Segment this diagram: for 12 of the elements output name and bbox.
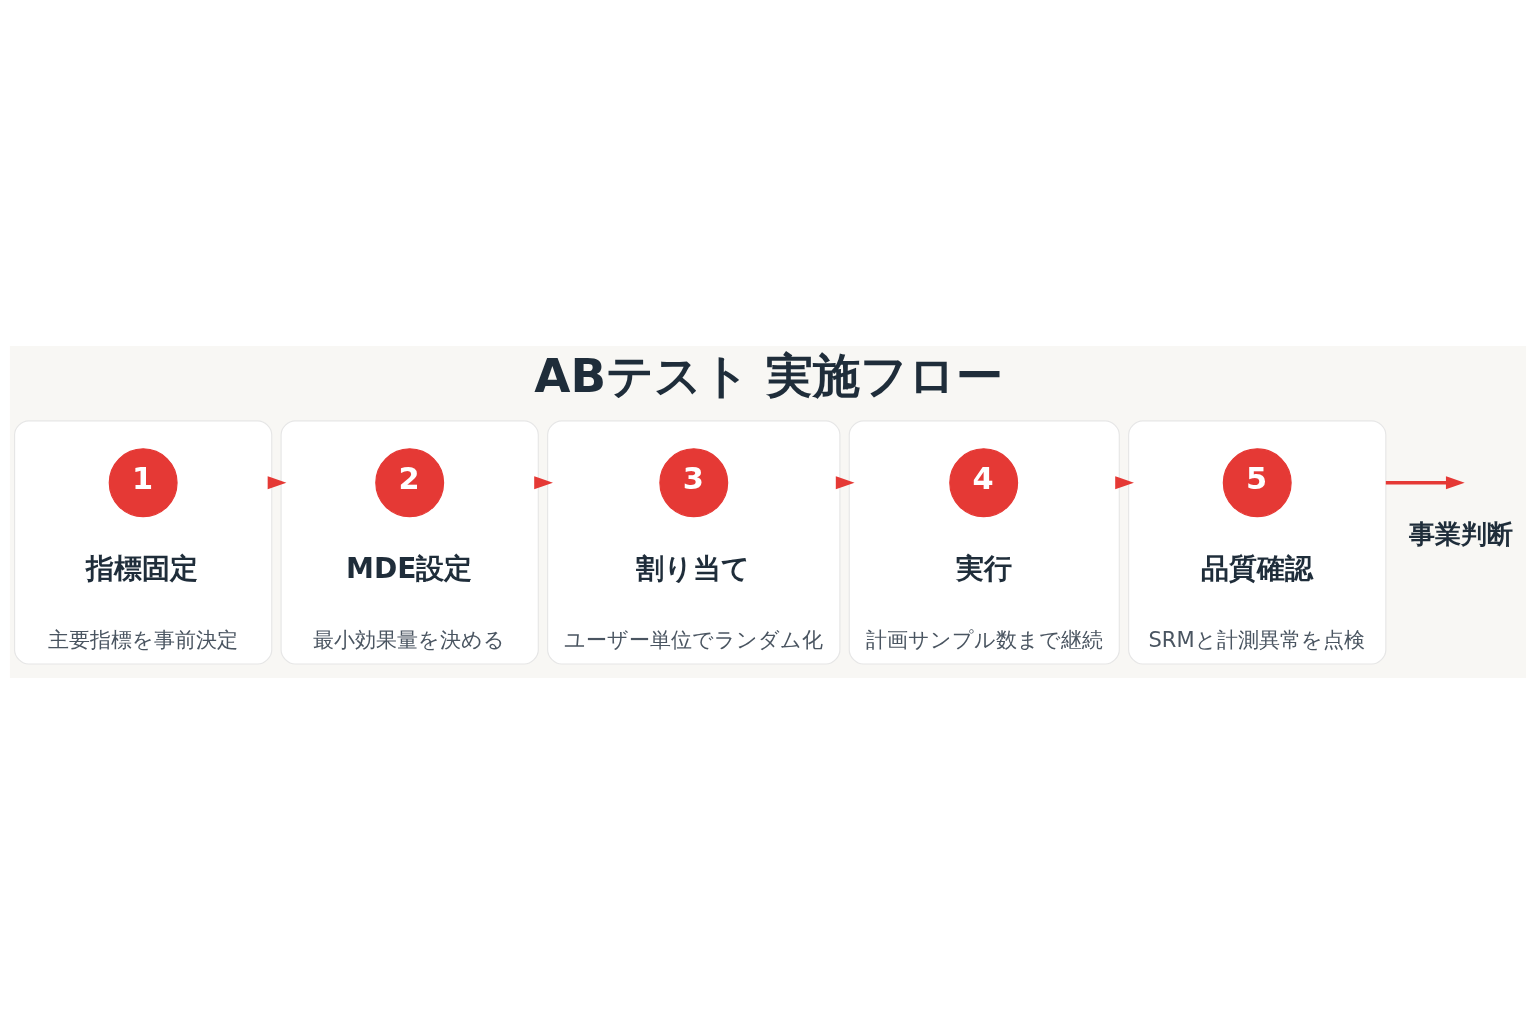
- arrow: [1115, 476, 1134, 490]
- node-circle: 5: [1222, 448, 1292, 518]
- arrow: [267, 476, 287, 490]
- arrow: [534, 476, 553, 490]
- node-circle: 4: [949, 448, 1019, 518]
- diagram-title: ABテスト 実施フロー: [534, 348, 1004, 403]
- label: 事業判断: [1409, 519, 1514, 550]
- node-circle: 2: [375, 448, 445, 518]
- node-circle: 3: [659, 448, 729, 518]
- arrow: [1385, 476, 1465, 490]
- arrow: [835, 476, 855, 490]
- node-circle: 1: [108, 448, 178, 518]
